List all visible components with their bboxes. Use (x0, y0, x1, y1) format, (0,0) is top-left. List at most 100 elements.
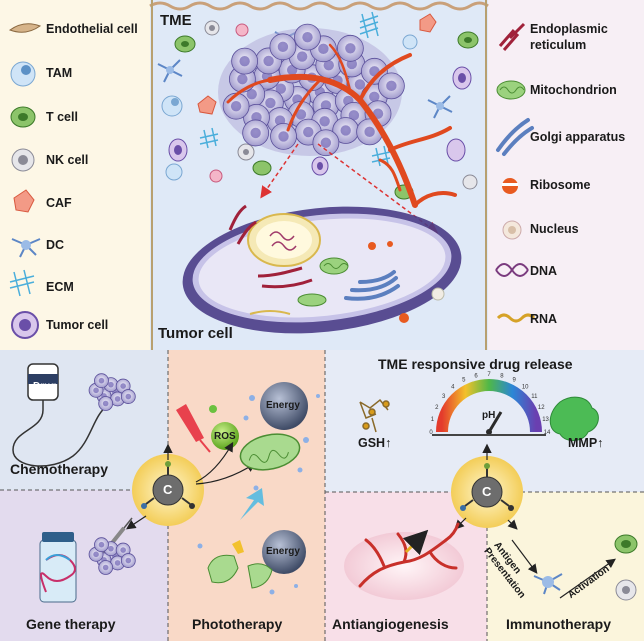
cluster-tumor-cell-nucleus (296, 51, 308, 62)
nk-cell-icon (462, 174, 478, 190)
nucleus-icon (502, 220, 522, 240)
gsh-molecule-icon (359, 398, 390, 433)
chemotherapy-label: Chemotherapy (10, 461, 109, 477)
cluster-tumor-cell-nucleus (237, 73, 248, 85)
cluster-tumor-cell-nucleus (239, 55, 250, 67)
nanoplatform-hub-2 (451, 456, 523, 528)
antiangiogenesis-vessel (344, 522, 464, 600)
cluster-tumor-cell-nucleus (318, 43, 329, 55)
ph-tick-label: 10 (522, 385, 529, 391)
mitochondrion-icon (496, 80, 526, 100)
right-legend-icons (495, 22, 536, 323)
left-legend-panel (0, 0, 150, 350)
gene-therapy-panel (0, 490, 168, 641)
ph-tick-label: 4 (451, 385, 455, 391)
golgi-organelle (344, 270, 400, 301)
endothelial-border (149, 0, 489, 350)
nk-cell-icon (237, 143, 255, 161)
chemo-tumor-cell-nucleus (114, 396, 121, 402)
phototherapy-label: Phototherapy (192, 616, 283, 632)
cluster-tumor-cell-nucleus (303, 126, 314, 138)
tumor-cell-icon (311, 156, 329, 176)
legend-caf: CAF (46, 196, 72, 210)
legend-t-cell: T cell (46, 110, 78, 124)
t-cell-icon (10, 106, 36, 128)
drug-label: Drug (33, 381, 57, 392)
hub-letter-1: C (163, 482, 173, 497)
ph-tick-label: 1 (431, 417, 435, 423)
tam-icon (161, 95, 183, 117)
legend-tumor-cell: Tumor cell (46, 318, 109, 332)
gene-tumor-cell-nucleus (108, 545, 114, 552)
nk-cell-icon (204, 20, 220, 36)
mmp-molecule-icon (549, 396, 599, 441)
cluster-tumor-cell-nucleus (278, 131, 289, 142)
chemo-tumor-cell-nucleus (102, 400, 109, 407)
cluster-tumor-cell-nucleus (275, 83, 287, 94)
dc-icon (157, 59, 183, 83)
tumor-cell-icon (168, 138, 188, 162)
right-legend-panel (488, 0, 644, 350)
immuno-t-cell-1 (614, 534, 638, 554)
legend-dna: DNA (530, 264, 558, 278)
tumor-cell-icon (11, 311, 39, 339)
caf-icon (197, 95, 217, 115)
legend-tam: TAM (46, 66, 73, 80)
gene-therapy-label: Gene therapy (26, 616, 116, 632)
gene-tumor-cell-nucleus (102, 564, 109, 571)
immuno-t-cell-2 (615, 579, 637, 601)
caf-icon (419, 13, 437, 33)
tam-icon (209, 169, 223, 183)
tumor-cell-icon (446, 138, 466, 162)
ph-tick-label: 8 (500, 373, 504, 379)
t-cell-icon (252, 160, 272, 176)
chemo-tumor-cell-nucleus (125, 393, 132, 400)
chemo-tumor-cell-nucleus (108, 381, 114, 388)
energy-label-2: Energy (266, 546, 300, 557)
legend-nucleus: Nucleus (530, 222, 579, 236)
ph-tick-label: 3 (442, 394, 446, 400)
rna-icon (496, 313, 536, 323)
dc-icon (427, 95, 453, 119)
tumor-cell-title: Tumor cell (158, 325, 233, 342)
gene-tumor-cluster (88, 537, 136, 575)
immuno-dc-icon (533, 573, 563, 595)
laser-icon (176, 404, 211, 453)
nucleus-organelle (247, 213, 321, 267)
cluster-tumor-cell-nucleus (265, 97, 276, 109)
golgi-apparatus-icon (496, 118, 534, 156)
cluster-tumor-cell-nucleus (319, 116, 330, 127)
ph-tick-label: 5 (462, 378, 466, 384)
tam-icon (235, 23, 249, 37)
endothelial-cell-icon (8, 23, 42, 33)
gene-tumor-cell-nucleus (120, 547, 126, 553)
tme-release-title: TME responsive drug release (378, 356, 573, 372)
endoplasmic-reticulum-icon (498, 22, 526, 51)
ros-label: ROS (214, 431, 236, 442)
ecm-icon (199, 127, 219, 149)
legend-endothelial-cell: Endothelial cell (46, 22, 138, 36)
ecm-icon (9, 269, 35, 297)
gene-tumor-cell-nucleus (93, 551, 99, 558)
immunotherapy-label: Immunotherapy (506, 616, 612, 632)
ph-tick-label: 7 (487, 372, 491, 378)
ph-tick-label: 13 (542, 417, 549, 423)
legend-rna: RNA (530, 312, 558, 326)
tumor-cell-icon (452, 66, 472, 90)
cluster-tumor-cell-nucleus (263, 55, 274, 67)
ph-label: pH (482, 410, 496, 421)
cluster-tumor-cell-nucleus (369, 91, 380, 102)
ecm-icon (359, 11, 379, 39)
cluster-tumor-cell-nucleus (277, 41, 289, 53)
dc-icon (11, 238, 41, 258)
endoplasmic-reticulum-organelle (228, 204, 313, 289)
cluster-tumor-cell-nucleus (348, 110, 360, 121)
ph-tick-label: 0 (429, 430, 433, 436)
gene-tumor-cell-nucleus (114, 560, 121, 566)
ribosome-icon (502, 178, 518, 194)
legend-nk-cell: NK cell (46, 153, 89, 167)
ph-tick-label: 6 (474, 373, 478, 379)
nk-cell-icon (11, 148, 35, 172)
t-cell-icon (457, 31, 479, 49)
photo-mitochondrion-1 (239, 433, 301, 471)
